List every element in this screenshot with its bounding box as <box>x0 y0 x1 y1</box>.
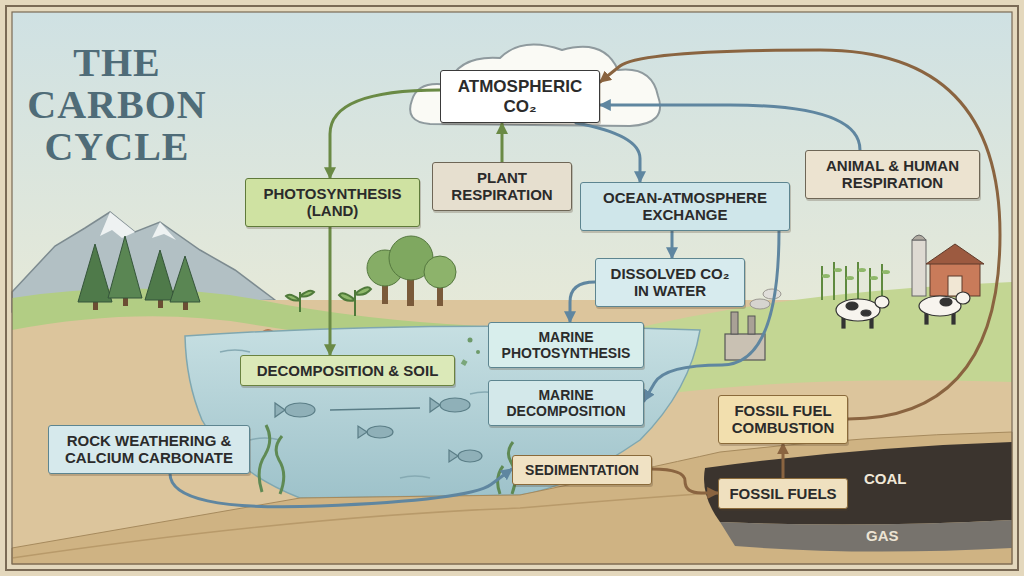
process-box: PHOTOSYNTHESIS (LAND) <box>245 178 420 227</box>
flow-arrow <box>576 123 640 182</box>
flow-arrow <box>329 227 332 356</box>
flow-arrow <box>782 444 785 479</box>
process-box: ATMOSPHERIC CO₂ <box>440 70 600 123</box>
node-text: ROCK WEATHERING & CALCIUM CARBONATE <box>57 432 241 467</box>
flow-arrow <box>600 105 860 150</box>
node-text: SEDIMENTATION <box>521 462 643 478</box>
process-box: ROCK WEATHERING & CALCIUM CARBONATE <box>48 425 250 474</box>
node-text: PHOTOSYNTHESIS (LAND) <box>254 185 411 220</box>
node-text: ANIMAL & HUMAN RESPIRATION <box>814 157 971 192</box>
process-box: FOSSIL FUEL COMBUSTION <box>718 395 848 444</box>
flow-arrow <box>671 231 674 259</box>
node-text: DISSOLVED CO₂ IN WATER <box>604 265 736 300</box>
flow-arrow <box>330 90 440 178</box>
process-box: FOSSIL FUELS <box>718 478 848 509</box>
process-box: DISSOLVED CO₂ IN WATER <box>595 258 745 307</box>
process-box: OCEAN-ATMOSPHERE EXCHANGE <box>580 182 790 231</box>
flow-arrow <box>644 231 779 402</box>
flow-arrow <box>170 469 512 507</box>
node-text: MARINE PHOTOSYNTHESIS <box>497 329 635 361</box>
process-box: ANIMAL & HUMAN RESPIRATION <box>805 150 980 199</box>
process-box: PLANT RESPIRATION <box>432 162 572 211</box>
node-text: FOSSIL FUEL COMBUSTION <box>727 402 839 437</box>
layer-label: GAS <box>866 527 899 544</box>
node-text: DECOMPOSITION & SOIL <box>249 362 446 379</box>
diagram-title: THE CARBON CYCLE <box>22 42 212 168</box>
flow-arrow <box>652 469 718 493</box>
flow-arrow <box>501 123 504 162</box>
node-text: MARINE DECOMPOSITION <box>497 387 635 419</box>
flow-arrow <box>570 282 595 322</box>
node-text: OCEAN-ATMOSPHERE EXCHANGE <box>589 189 781 224</box>
node-text: PLANT RESPIRATION <box>441 169 563 204</box>
process-box: SEDIMENTATION <box>512 455 652 485</box>
process-box: MARINE DECOMPOSITION <box>488 380 644 426</box>
node-text: FOSSIL FUELS <box>727 485 839 502</box>
layer-label: COAL <box>864 470 907 487</box>
process-box: MARINE PHOTOSYNTHESIS <box>488 322 644 368</box>
node-text: ATMOSPHERIC CO₂ <box>449 77 591 116</box>
flow-arrow <box>600 50 1000 419</box>
process-box: DECOMPOSITION & SOIL <box>240 355 455 386</box>
